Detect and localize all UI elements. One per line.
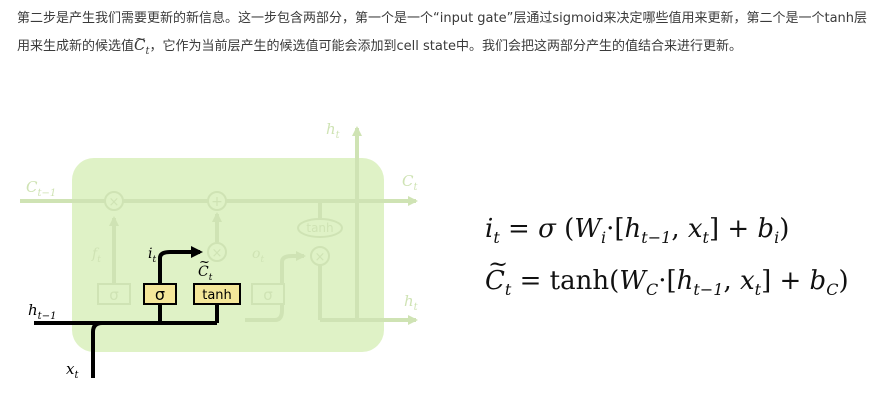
input-sigma-box [143,283,177,305]
article-paragraph: 第二步是产生我们需要更新的新信息。这一步包含两部分，第一个是一个“input g… [17,6,879,65]
add-op [207,191,227,211]
label-x: xt [66,360,79,381]
svg-text:tanh: tanh [306,221,333,235]
forget-multiply-op [104,191,124,211]
sigma-output-line [158,246,203,284]
label-h-prev: ht−1 [28,301,56,322]
svg-text:σ: σ [109,286,119,304]
input-gate-formula: it = σ (Wi·[ht−1, xt] + bi) [485,214,790,247]
label-c-out: Ct [402,172,418,193]
label-i: it [148,246,156,265]
label-o: ot [252,246,264,265]
svg-text:σ: σ [155,285,165,304]
svg-text:+: + [211,194,223,210]
forget-sigma-box [97,283,131,305]
candidate-symbol: ~Ct [134,32,150,57]
label-f: ft [91,246,101,265]
label-h-top: ht [326,120,341,141]
input-path-x [91,321,103,378]
svg-text:tanh: tanh [202,288,232,303]
label-h-out: ht [404,292,419,313]
lstm-input-gate-diagram: × + × × tanh σ σ σ tanh ht Ct−1 Ct ht ft… [20,120,419,381]
article-text-part2: ，它作为当前层产生的候选值可能会添加到cell state中。我们会把这两部分产… [149,39,742,54]
output-multiply-op [310,246,330,266]
article-text-part1: 第二步是产生我们需要更新的新信息。这一步包含两部分，第一个是一个“input g… [17,11,868,54]
svg-text:σ: σ [263,286,273,304]
candidate-formula: ~Ct = tanh(WC·[ht−1, xt] + bC) [485,250,849,299]
svg-text:×: × [109,195,120,210]
input-multiply-op [207,242,227,262]
label-c-prev: Ct−1 [26,178,56,199]
svg-text:×: × [315,250,326,265]
tanh-cell-op [297,218,343,238]
output-sigma-box [251,283,285,305]
svg-text:×: × [212,246,223,261]
label-ct-tilde: ~ [199,255,210,270]
label-ct: Ct [198,264,213,283]
candidate-tanh-box [193,283,241,305]
